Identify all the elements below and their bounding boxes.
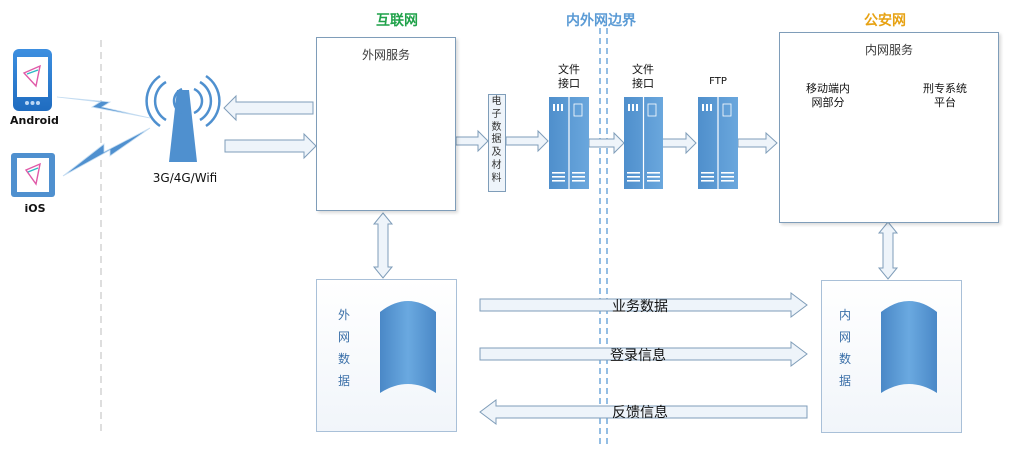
ios-device-icon — [11, 153, 55, 197]
internal-service-box — [779, 32, 999, 223]
tower-label: 3G/4G/Wifi — [152, 171, 218, 185]
file-interface-1-server-icon — [549, 97, 589, 189]
ios-label: iOS — [24, 202, 46, 215]
login-info-label: 登录信息 — [610, 348, 666, 364]
external-service-title: 外网服务 — [361, 48, 410, 62]
file-interface-1-label: 文件 接口 — [558, 63, 580, 90]
wireless-signal-android-icon — [56, 96, 151, 119]
feedback-info-label: 反馈信息 — [612, 405, 668, 421]
file-interface-2-label: 文件 接口 — [632, 63, 654, 90]
arrow-business-data — [479, 292, 808, 318]
arrow-service-to-material — [455, 129, 489, 153]
criminal-platform-label: 刑专系统 平台 — [923, 82, 967, 109]
file-interface-2-server-icon — [624, 97, 663, 189]
ftp-label: FTP — [709, 76, 727, 87]
zone-police-heading: 公安网 — [864, 13, 906, 29]
wireless-signal-ios-icon — [62, 127, 151, 177]
internal-service-title: 内网服务 — [864, 43, 913, 57]
arrow-tower-to-service — [224, 132, 317, 160]
android-phone-icon — [13, 49, 52, 111]
arrow-ftp-to-internal — [737, 131, 778, 155]
external-data-label: 外 网 数 据 — [337, 308, 350, 388]
zone-internet-heading: 互联网 — [376, 13, 418, 29]
android-label: Android — [10, 114, 59, 127]
arrow-login-info — [479, 341, 808, 367]
arrow-feedback-info — [479, 399, 808, 425]
arrow-file2-to-ftp — [661, 131, 697, 155]
zone-boundary-heading: 内外网边界 — [566, 13, 636, 29]
arrow-file1-to-file2 — [588, 131, 625, 155]
arrow-service-to-tower — [223, 94, 314, 122]
internal-data-label: 内 网 数 据 — [838, 308, 851, 388]
external-service-box — [316, 37, 456, 211]
mobile-internal-label: 移动端内 网部分 — [806, 82, 850, 109]
business-data-label: 业务数据 — [612, 299, 668, 315]
wireless-tower-icon — [145, 74, 221, 162]
electronic-material-label: 电 子 数 据 及 材 料 — [491, 96, 502, 184]
electronic-material-box — [488, 94, 506, 192]
arrow-material-to-file1 — [505, 129, 549, 153]
arrow-internal-data-bidirectional — [877, 221, 899, 280]
arrow-service-data-bidirectional — [372, 212, 394, 279]
ftp-server-icon — [698, 97, 738, 189]
